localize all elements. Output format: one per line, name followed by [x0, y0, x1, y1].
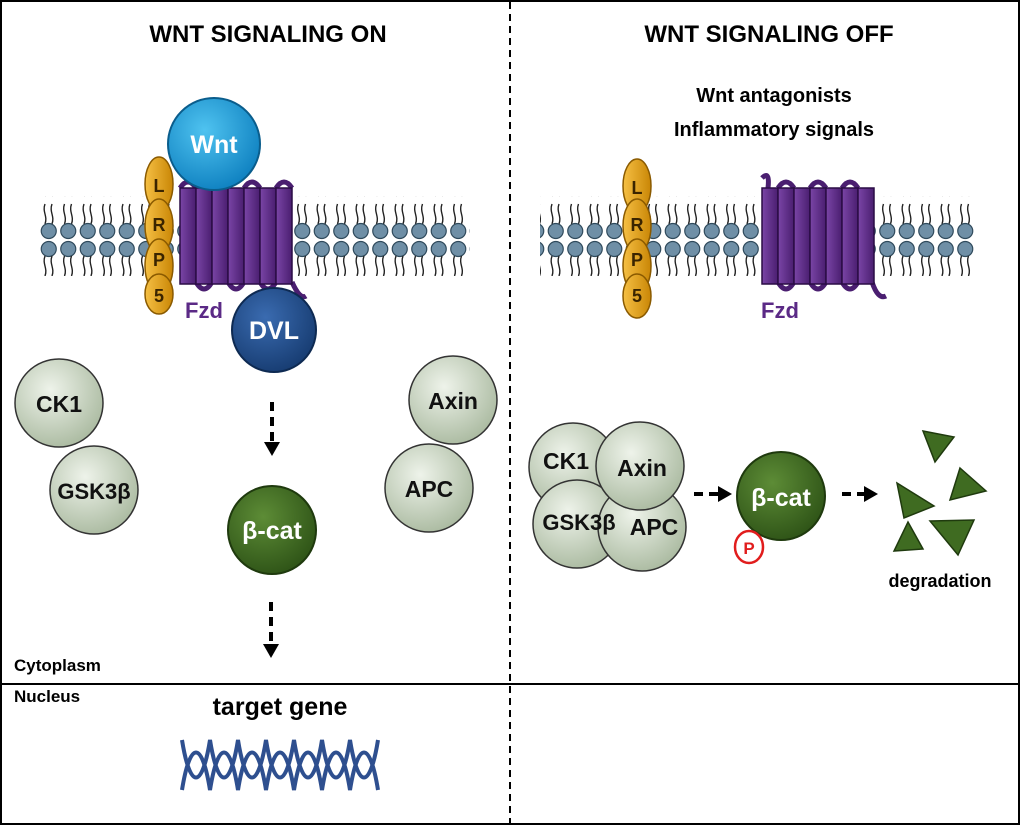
lrp5-letter-off-4: 5	[632, 286, 642, 306]
lrp5-letter-off-2: R	[631, 215, 644, 235]
apc-label-off: APC	[630, 514, 679, 540]
panel-on: WNT SIGNALING ON Fzd L R P 5	[14, 21, 498, 791]
fzd-receptor-off: Fzd	[760, 173, 888, 323]
fragment-2	[948, 466, 988, 502]
panel-off-title: WNT SIGNALING OFF	[644, 21, 893, 48]
axin-off	[595, 421, 685, 511]
lrp5-letter-off-3: P	[631, 250, 643, 270]
bcat-label-on: β-cat	[242, 517, 302, 545]
dvl: DVL	[231, 287, 317, 373]
bcat-label-off: β-cat	[751, 484, 811, 512]
apc-label-on: APC	[405, 476, 454, 502]
wnt-label: Wnt	[190, 131, 238, 159]
panel-off: WNT SIGNALING OFF Wnt antagonists Inflam…	[528, 21, 992, 591]
arrow-complex-to-bcat	[694, 486, 732, 502]
axin-label-off: Axin	[617, 455, 667, 481]
fzd-label-off: Fzd	[761, 298, 799, 323]
dvl-label: DVL	[249, 317, 299, 345]
lrp5-letter-on-3: P	[153, 250, 165, 270]
bcat-on: β-cat	[227, 485, 317, 575]
nucleus-label: Nucleus	[14, 687, 80, 706]
cytoplasm-label: Cytoplasm	[14, 656, 101, 675]
lrp5-letter-on-1: L	[154, 176, 165, 196]
wnt-ligand: Wnt	[167, 97, 261, 191]
fzd-label-on: Fzd	[185, 298, 223, 323]
antagonists-label: Wnt antagonists	[696, 85, 852, 107]
lipid-bilayer-off	[540, 196, 976, 276]
ck1-on: CK1	[14, 358, 104, 448]
arrow-bcat-to-degradation	[842, 486, 878, 502]
axin-on: Axin	[408, 355, 498, 445]
gsk3b-label-on: GSK3β	[57, 479, 130, 504]
lrp5-on: L R P 5	[144, 156, 174, 315]
bcat-off: β-cat	[736, 451, 826, 541]
panel-on-title: WNT SIGNALING ON	[149, 21, 386, 48]
fragment-5	[928, 519, 976, 557]
lrp5-letter-on-4: 5	[154, 286, 164, 306]
axin-label-on: Axin	[428, 388, 478, 414]
apc-on: APC	[384, 443, 474, 533]
ck1-label-off: CK1	[543, 448, 589, 474]
lrp5-letter-on-2: R	[153, 215, 166, 235]
gsk3b-on: GSK3β	[49, 445, 139, 535]
fragment-3	[895, 481, 936, 520]
degradation-fragments	[892, 430, 988, 557]
fzd-receptor-on: Fzd	[177, 179, 308, 323]
phospho-label: P	[743, 539, 754, 558]
destruction-complex: CK1 Axin GSK3β APC	[528, 421, 687, 572]
fragment-1	[921, 430, 956, 464]
inflammatory-label: Inflammatory signals	[674, 119, 874, 141]
fragment-4	[892, 520, 925, 552]
gsk3b-label-off: GSK3β	[542, 510, 615, 535]
ck1-label-on: CK1	[36, 391, 82, 417]
dna-helix	[180, 739, 380, 791]
lrp5-letter-off-1: L	[632, 178, 643, 198]
arrow-dvl-to-bcat	[264, 402, 280, 456]
phospho-mark: P	[733, 529, 765, 565]
arrow-bcat-to-nucleus	[263, 602, 279, 658]
target-gene-label: target gene	[213, 693, 348, 721]
lrp5-off: L R P 5	[622, 158, 652, 319]
degradation-label: degradation	[888, 571, 991, 591]
membrane-off	[540, 196, 976, 276]
